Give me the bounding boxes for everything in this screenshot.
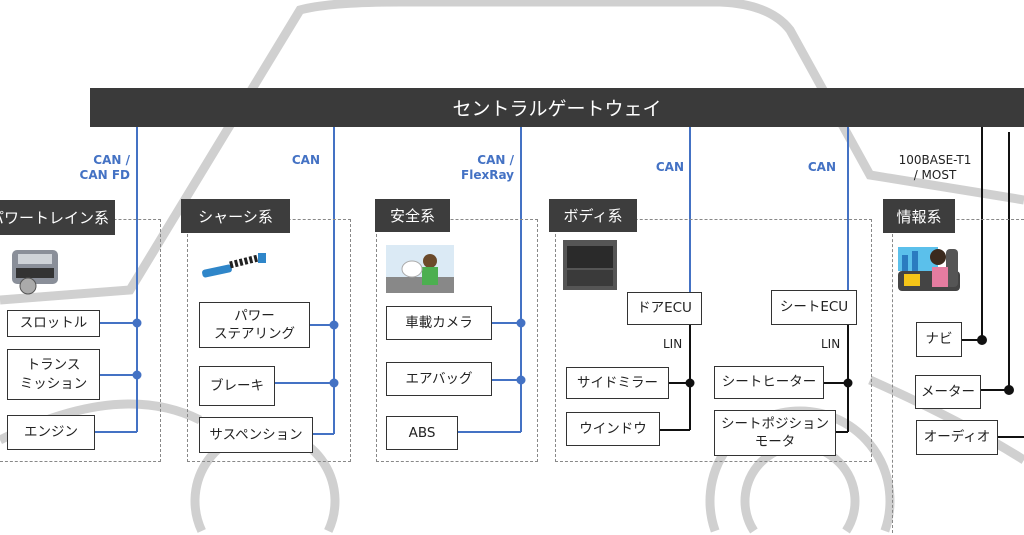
ecu-seat[interactable]: シートECU: [771, 290, 857, 325]
engine-icon: [12, 250, 58, 295]
ecu-engine[interactable]: エンジン: [7, 415, 95, 450]
group-frame-safety: [376, 219, 538, 462]
group-label-chassis: シャーシ系: [181, 199, 290, 233]
driver-airbag-icon: [386, 245, 454, 293]
group-label-body: ボディ系: [549, 199, 637, 232]
lin-label-seat: LIN: [821, 337, 841, 351]
central-gateway[interactable]: セントラルゲートウェイ: [90, 88, 1024, 127]
ecu-power-steering[interactable]: パワー ステアリング: [199, 302, 310, 348]
bus-label-seat: CAN: [807, 160, 836, 174]
navigation-driver-icon: [898, 247, 960, 291]
ecu-window[interactable]: ウインドウ: [566, 412, 660, 446]
ecu-navigation[interactable]: ナビ: [916, 322, 962, 357]
ecu-door[interactable]: ドアECU: [627, 292, 702, 325]
ecu-seat-heater[interactable]: シートヒーター: [714, 366, 824, 399]
bus-label-safety: CAN / FlexRay: [461, 153, 514, 182]
ecu-side-mirror[interactable]: サイドミラー: [566, 367, 669, 399]
group-label-powertrain: パワートレイン系: [0, 200, 115, 235]
lin-label-door: LIN: [663, 337, 683, 351]
group-label-infotainment: 情報系: [883, 199, 955, 233]
bus-label-infotainment: 100BASE-T1 / MOST: [898, 153, 972, 182]
ecu-brake[interactable]: ブレーキ: [199, 366, 275, 406]
ecu-audio[interactable]: オーディオ: [916, 420, 998, 455]
ecu-suspension[interactable]: サスペンション: [199, 417, 313, 453]
group-frame-infotainment: [892, 219, 1024, 533]
ecu-throttle[interactable]: スロットル: [7, 310, 100, 337]
group-frame-body: [555, 219, 872, 462]
ecu-seat-position-motor[interactable]: シートポジション モータ: [714, 410, 836, 456]
ecu-meter[interactable]: メーター: [915, 375, 981, 409]
bus-label-chassis: CAN: [291, 153, 320, 167]
car-seat-icon: [563, 240, 617, 290]
bus-label-door: CAN: [655, 160, 684, 174]
group-label-safety: 安全系: [375, 199, 450, 232]
bus-label-powertrain: CAN / CAN FD: [79, 153, 130, 182]
suspension-icon: [202, 253, 266, 278]
ecu-abs[interactable]: ABS: [386, 416, 458, 450]
ecu-transmission[interactable]: トランス ミッション: [7, 349, 100, 400]
ecu-airbag[interactable]: エアバッグ: [386, 362, 492, 396]
ecu-camera[interactable]: 車載カメラ: [386, 306, 492, 340]
